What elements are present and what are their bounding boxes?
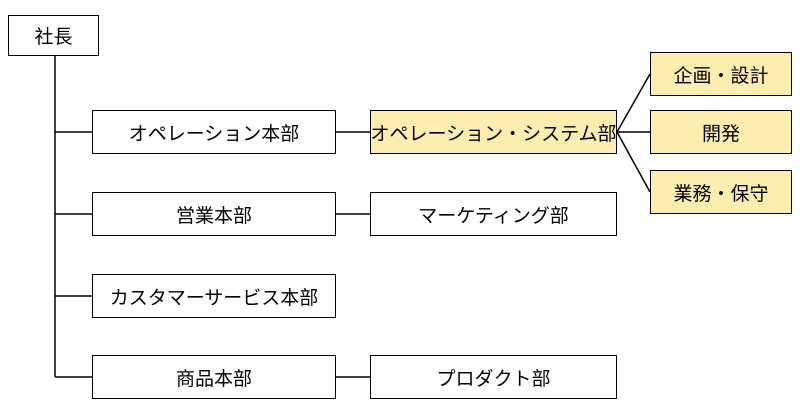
- division-box-customer-service: カスタマーサービス本部: [92, 274, 336, 318]
- section-label: 業務・保守: [673, 182, 769, 205]
- root-box-president: 社長: [8, 15, 99, 56]
- root-label: 社長: [34, 26, 73, 48]
- section-box-planning-design: 企画・設計: [650, 52, 792, 96]
- fan-line-maintenance: [616, 131, 651, 193]
- department-box-operations-system: オペレーション・システム部: [370, 110, 617, 154]
- division-label: カスタマーサービス本部: [109, 286, 319, 309]
- division-box-operations: オペレーション本部: [92, 110, 336, 154]
- division-label: 商品本部: [175, 367, 252, 390]
- section-box-operations-maintenance: 業務・保守: [650, 170, 792, 214]
- division-label: オペレーション本部: [128, 122, 300, 145]
- department-box-product: プロダクト部: [370, 355, 617, 399]
- department-label: オペレーション・システム部: [370, 122, 617, 145]
- division-box-product: 商品本部: [92, 355, 336, 399]
- department-label: マーケティング部: [418, 204, 569, 227]
- section-label: 開発: [701, 122, 740, 145]
- section-label: 企画・設計: [673, 64, 769, 87]
- division-box-sales: 営業本部: [92, 192, 336, 236]
- fan-line-planning: [616, 73, 651, 133]
- department-label: プロダクト部: [436, 367, 551, 390]
- division-label: 営業本部: [175, 204, 252, 227]
- department-box-marketing: マーケティング部: [370, 192, 617, 236]
- section-box-development: 開発: [650, 110, 792, 154]
